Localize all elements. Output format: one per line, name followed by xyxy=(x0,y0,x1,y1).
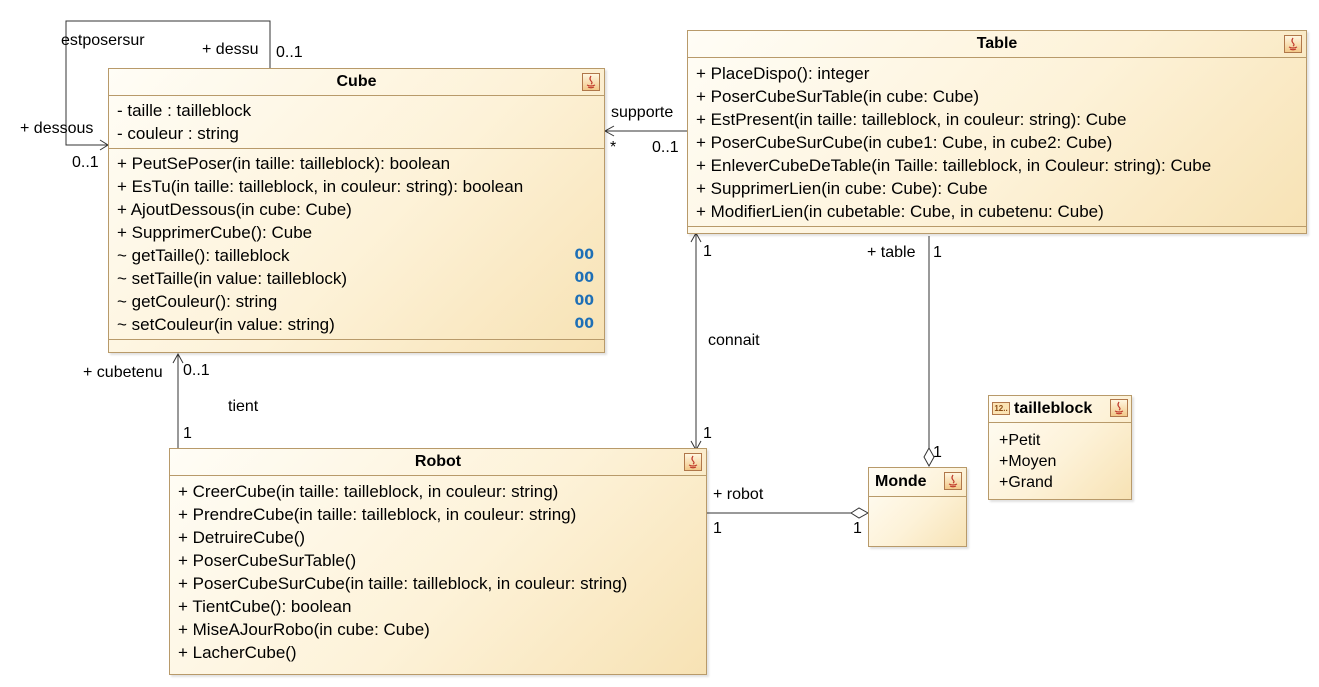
tient-mult-robot: 1 xyxy=(183,425,192,442)
connait-mult-table: 1 xyxy=(703,243,712,260)
enum-tailleblock-name: tailleblock xyxy=(1014,400,1093,417)
self-association-line xyxy=(65,20,271,146)
class-table-name: Table xyxy=(976,35,1018,52)
class-cube-operations: + PeutSePoser(in taille: tailleblock): b… xyxy=(109,149,604,340)
connait-name: connait xyxy=(708,332,760,349)
accessor-marker: 00 xyxy=(574,293,594,309)
class-cube-attributes: - taille : tailleblock - couleur : strin… xyxy=(109,96,604,149)
operation-estu: + EsTu(in taille: tailleblock, in couleu… xyxy=(117,177,524,196)
java-class-icon xyxy=(582,73,600,91)
monde-robot-role: + robot xyxy=(713,486,764,503)
supporte-mult-cube: * xyxy=(610,139,617,156)
accessor-marker: 00 xyxy=(574,270,594,286)
monde-table-aggregation-diamond xyxy=(923,446,935,468)
monde-table-mult-table: 1 xyxy=(933,244,942,261)
operation-modifierlien: + ModifierLien(in cubetable: Cube, in cu… xyxy=(696,202,1104,221)
class-cube-name: Cube xyxy=(336,73,377,90)
enum-tailleblock[interactable]: 12.. tailleblock +Petit +Moyen +Grand xyxy=(988,395,1132,500)
class-monde-name: Monde xyxy=(875,473,927,490)
java-class-icon xyxy=(1284,35,1302,53)
monde-table-mult-monde: 1 xyxy=(933,444,942,461)
class-monde[interactable]: Monde xyxy=(868,467,967,547)
monde-robot-aggregation-diamond xyxy=(850,507,870,519)
class-robot[interactable]: Robot + CreerCube(in taille: tailleblock… xyxy=(169,448,707,675)
operation-posercubesurcube: + PoserCubeSurCube(in taille: taillebloc… xyxy=(178,574,628,593)
operation-peutseposer: + PeutSePoser(in taille: tailleblock): b… xyxy=(117,154,451,173)
operation-supprimercube: + SupprimerCube(): Cube xyxy=(117,223,313,242)
accessor-marker: 00 xyxy=(574,247,594,263)
operation-lachercube: + LacherCube() xyxy=(178,643,297,662)
operation-supprimerlien: + SupprimerLien(in cube: Cube): Cube xyxy=(696,179,988,198)
supporte-arrowhead xyxy=(603,125,615,137)
class-cube[interactable]: Cube - taille : tailleblock - couleur : … xyxy=(108,68,605,353)
monde-robot-mult-robot: 1 xyxy=(713,520,722,537)
class-robot-name: Robot xyxy=(414,453,462,470)
operation-enlevercubedetable: + EnleverCubeDeTable(in Taille: taillebl… xyxy=(696,156,1212,175)
operation-placedispo: + PlaceDispo(): integer xyxy=(696,64,870,83)
literal-grand: +Grand xyxy=(999,474,1053,491)
literal-petit: +Petit xyxy=(999,432,1041,449)
java-class-icon xyxy=(1110,399,1128,417)
operation-posercubesurtable: + PoserCubeSurTable() xyxy=(178,551,357,570)
literal-moyen: +Moyen xyxy=(999,453,1057,470)
tient-role-cube: + cubetenu xyxy=(83,364,163,381)
self-association-name: estposersur xyxy=(61,32,145,49)
supporte-mult-table: 0..1 xyxy=(652,139,679,156)
operation-estpresent: + EstPresent(in taille: tailleblock, in … xyxy=(696,110,1127,129)
attribute-couleur: - couleur : string xyxy=(117,124,239,143)
class-robot-operations: + CreerCube(in taille: tailleblock, in c… xyxy=(170,476,706,667)
class-table-header: Table xyxy=(688,31,1306,58)
operation-ajoutdessous: + AjoutDessous(in cube: Cube) xyxy=(117,200,352,219)
supporte-name: supporte xyxy=(611,104,674,121)
class-table-operations: + PlaceDispo(): integer + PoserCubeSurTa… xyxy=(688,58,1306,227)
operation-creercube: + CreerCube(in taille: tailleblock, in c… xyxy=(178,482,559,501)
enumeration-icon: 12.. xyxy=(992,402,1010,416)
enum-tailleblock-header: 12.. tailleblock xyxy=(989,396,1131,423)
operation-detruirecube: + DetruireCube() xyxy=(178,528,306,547)
operation-prendrecube: + PrendreCube(in taille: tailleblock, in… xyxy=(178,505,577,524)
operation-miseajourrobo: + MiseAJourRobo(in cube: Cube) xyxy=(178,620,430,639)
self-association-role-top: + dessu xyxy=(202,41,259,58)
monde-table-role: + table xyxy=(867,244,916,261)
tient-arrowhead xyxy=(172,352,184,364)
class-table[interactable]: Table + PlaceDispo(): integer + PoserCub… xyxy=(687,30,1307,234)
java-class-icon xyxy=(944,472,962,490)
monde-robot-mult-monde: 1 xyxy=(853,520,862,537)
self-association-role-left: + dessous xyxy=(20,120,94,137)
operation-posercubesurtable: + PoserCubeSurTable(in cube: Cube) xyxy=(696,87,980,106)
tient-mult-cube: 0..1 xyxy=(183,362,210,379)
class-monde-header: Monde xyxy=(869,468,966,497)
operation-settaille: ~ setTaille(in value: tailleblock)00 xyxy=(117,269,594,288)
self-association-mult-left: 0..1 xyxy=(72,154,99,171)
connait-mult-robot: 1 xyxy=(703,425,712,442)
accessor-marker: 00 xyxy=(574,316,594,332)
class-cube-header: Cube xyxy=(109,69,604,96)
class-robot-header: Robot xyxy=(170,449,706,476)
self-association-mult-top: 0..1 xyxy=(276,44,303,61)
operation-tientcube: + TientCube(): boolean xyxy=(178,597,352,616)
java-class-icon xyxy=(684,453,702,471)
operation-posercubesurcube: + PoserCubeSurCube(in cube1: Cube, in cu… xyxy=(696,133,1113,152)
enum-tailleblock-literals: +Petit +Moyen +Grand xyxy=(989,423,1131,493)
attribute-taille: - taille : tailleblock xyxy=(117,101,252,120)
operation-setcouleur: ~ setCouleur(in value: string)00 xyxy=(117,315,594,334)
tient-name: tient xyxy=(228,398,259,415)
